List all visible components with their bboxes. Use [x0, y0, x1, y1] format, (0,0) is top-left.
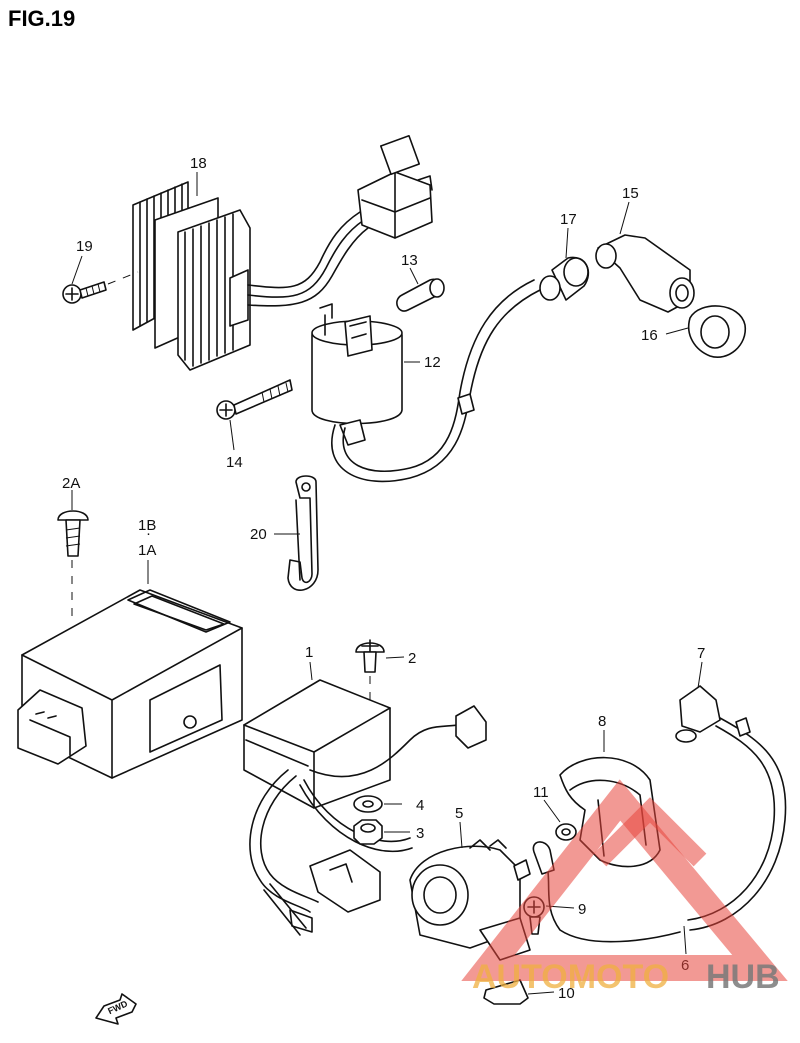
- callout-1B: 1B: [138, 517, 156, 534]
- screw-2A: [57, 510, 89, 620]
- callout-8: 8: [598, 713, 606, 730]
- watermark-text-automoto: AUTOMOTO: [472, 958, 669, 996]
- callout-4: 4: [416, 797, 424, 814]
- callout-18: 18: [190, 155, 207, 172]
- nut-3: [353, 819, 383, 845]
- callout-2: 2: [408, 650, 416, 667]
- callout-16: 16: [641, 327, 658, 344]
- watermark-logo: AUTOMOTO HUB: [461, 779, 788, 996]
- collar-13: [396, 278, 445, 312]
- callout-9: 9: [578, 901, 586, 918]
- callout-2A: 2A: [62, 475, 80, 492]
- module-1: [243, 679, 487, 936]
- cap-boot-16: [688, 305, 746, 358]
- callout-17: 17: [560, 211, 577, 228]
- callout-14: 14: [226, 454, 243, 471]
- figure-title: FIG.19: [8, 6, 75, 31]
- ignition-coil: [311, 279, 541, 483]
- spark-plug-cap-15: [595, 234, 695, 313]
- screw-19: [62, 271, 139, 304]
- callout-11: 11: [533, 784, 549, 801]
- leader-lines: [71, 172, 703, 995]
- callout-19: 19: [76, 238, 93, 255]
- bolt-14: [216, 379, 293, 420]
- screw-2: [355, 639, 385, 700]
- callout-15: 15: [622, 185, 639, 202]
- callout-1A: 1A: [138, 542, 156, 559]
- callout-13: 13: [401, 252, 418, 269]
- igniter-unit: [17, 589, 243, 779]
- forward-direction-arrow: FWD: [95, 993, 137, 1025]
- svg-text:·: ·: [146, 525, 151, 542]
- washer-4: [353, 795, 383, 813]
- callout-labels: 18 19 13 12 14 15 17 16 20 2A 1B · 1A 1 …: [62, 155, 705, 1002]
- callout-10: 10: [558, 985, 575, 1002]
- callout-12: 12: [424, 354, 441, 371]
- lead-wire-6: [675, 685, 787, 931]
- callout-5: 5: [455, 805, 463, 822]
- callout-1: 1: [305, 644, 313, 661]
- callout-20: 20: [250, 526, 267, 543]
- regulator-rectifier: [132, 134, 433, 371]
- callout-3: 3: [416, 825, 424, 842]
- watermark-text-hub: HUB: [706, 958, 780, 996]
- callout-7: 7: [697, 645, 705, 662]
- grommet-17: [539, 256, 590, 301]
- clamp-20: [287, 475, 319, 591]
